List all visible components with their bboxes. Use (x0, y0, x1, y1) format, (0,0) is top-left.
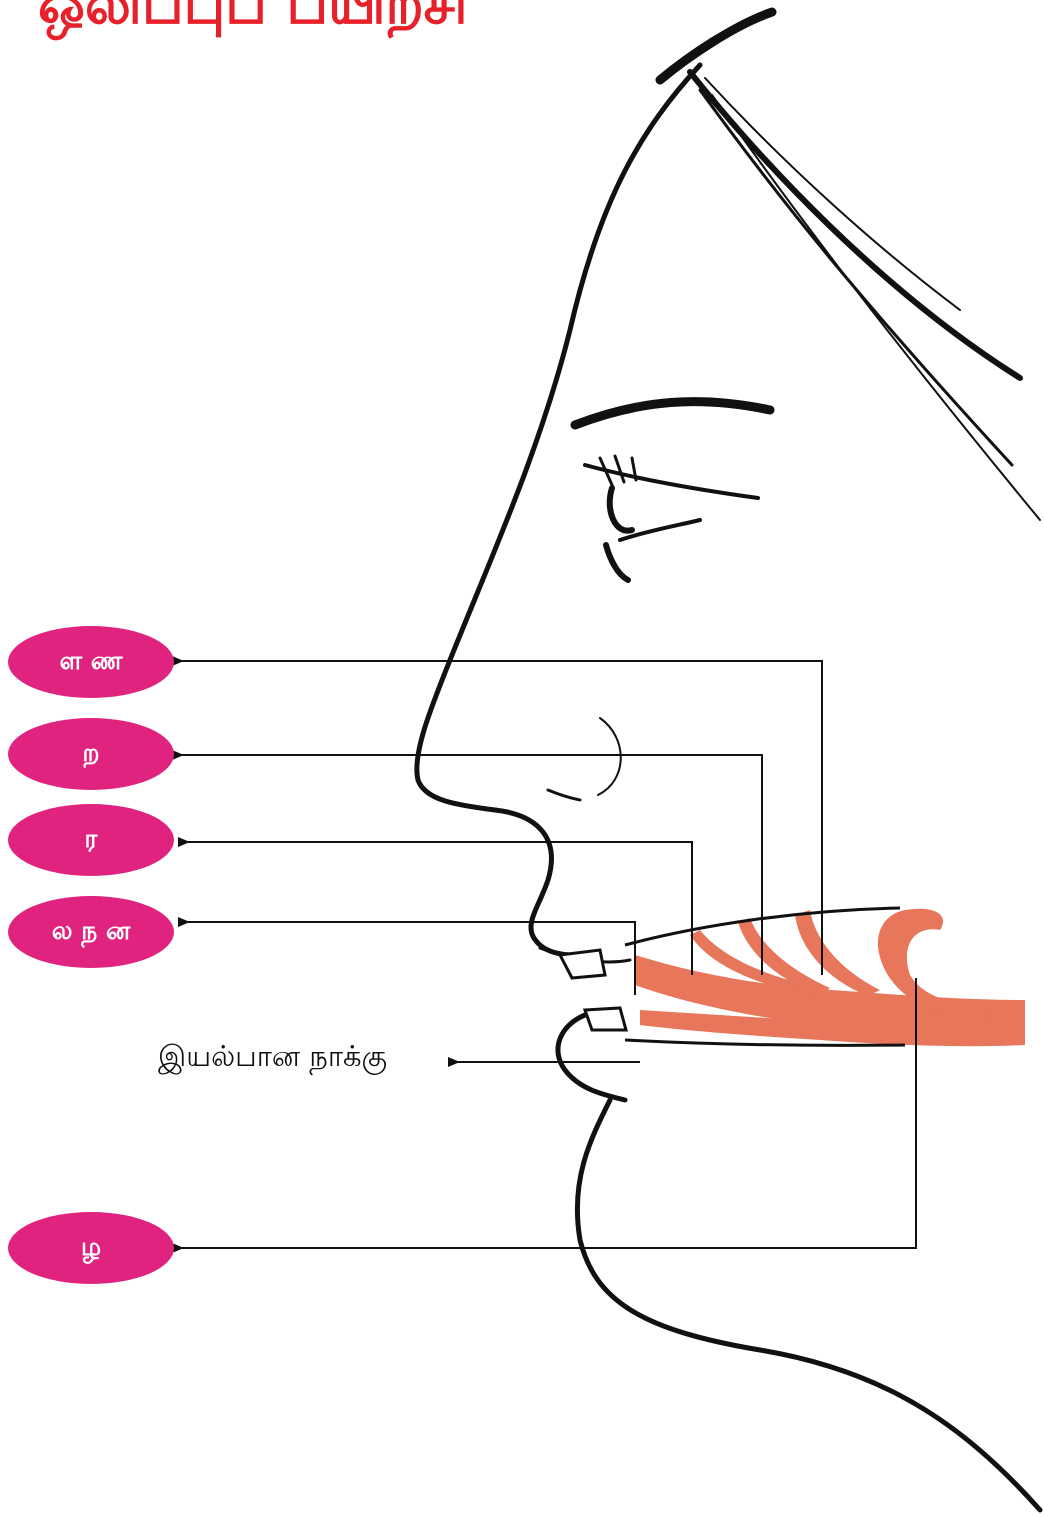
connector-la (172, 656, 823, 975)
label-la-na: ல ந ன (8, 896, 174, 968)
label-zha: ழ (8, 1212, 174, 1284)
page-title: ஒலிப்புப் பயிற்சி (38, 0, 468, 37)
tongue-positions-icon (635, 908, 1025, 1047)
teeth-icon (557, 948, 628, 1032)
face-profile-icon (414, 7, 1043, 1513)
connector-lines (172, 656, 917, 1253)
connector-ra (178, 837, 693, 975)
label-la: ள ண (8, 626, 174, 698)
label-ra: ர (8, 804, 174, 876)
label-ra-alveolar: ற (8, 718, 174, 790)
palate-line (624, 906, 901, 947)
tongue-base-line (624, 1038, 906, 1047)
connector-zha (172, 978, 917, 1253)
connector-la-na (178, 917, 636, 995)
connector-ra-alveolar (172, 750, 763, 975)
normal-tongue-label: இயல்பான நாக்கு (158, 1039, 388, 1073)
